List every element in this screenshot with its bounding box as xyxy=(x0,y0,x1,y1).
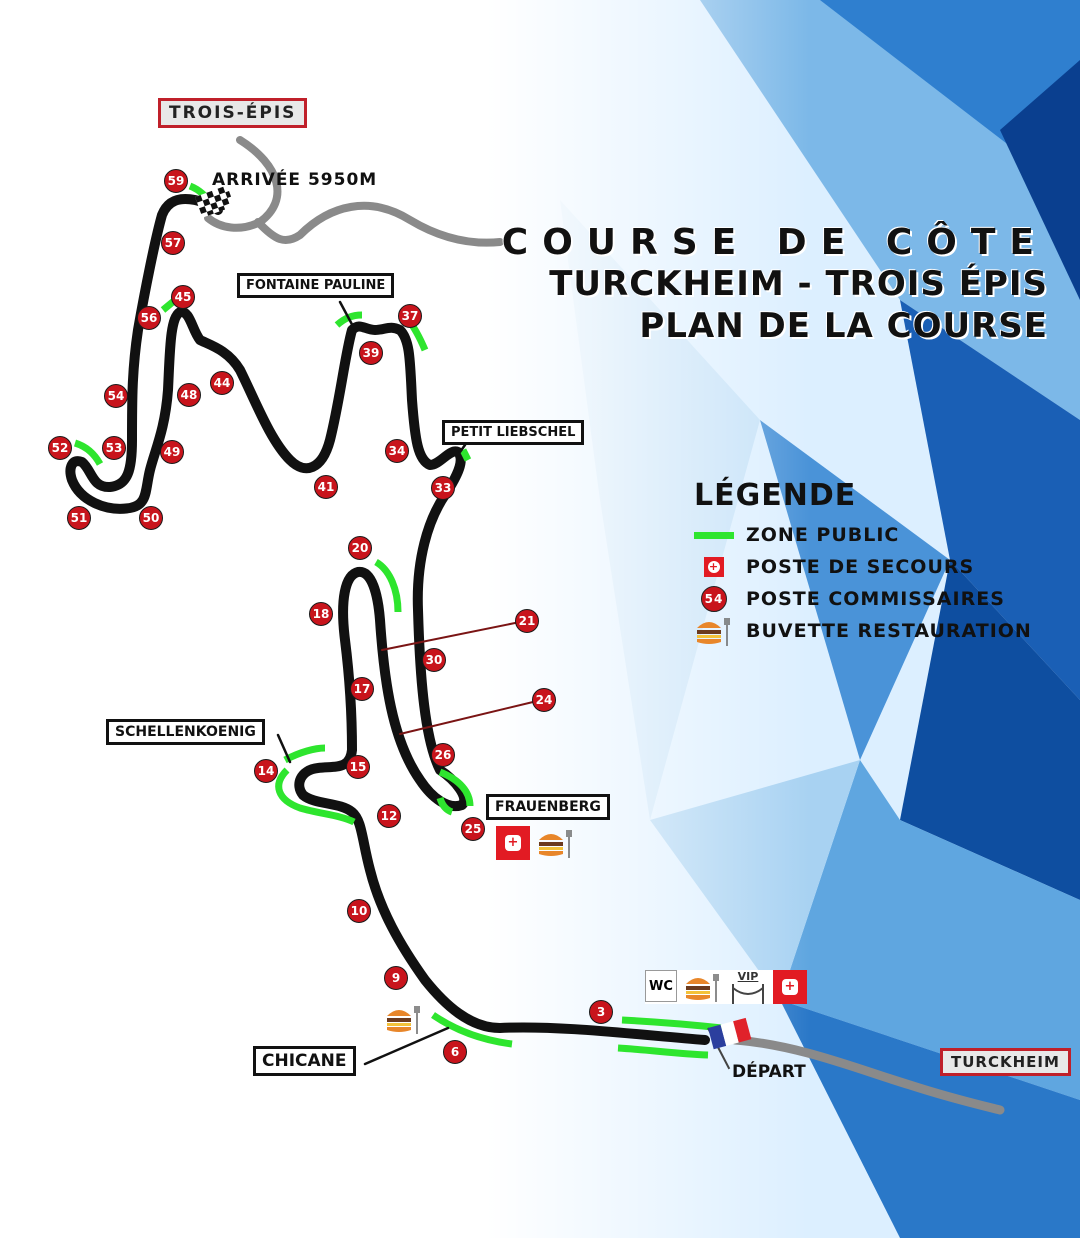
marshal-post-30: 30 xyxy=(422,648,446,672)
first-aid-icon: + xyxy=(773,970,807,1004)
legend-heading: LÉGENDE xyxy=(694,478,857,513)
label-frauenberg: FRAUENBERG xyxy=(486,794,610,820)
marshal-post-59: 59 xyxy=(164,169,188,193)
marshal-post-39: 39 xyxy=(359,341,383,365)
marshal-post-21: 21 xyxy=(515,609,539,633)
burger-fork-icon xyxy=(697,618,730,646)
marshal-post-44: 44 xyxy=(210,371,234,395)
legend-label: POSTE DE SECOURS xyxy=(746,556,975,578)
road-east xyxy=(254,201,504,247)
burger-fork-icon xyxy=(539,830,572,858)
label-petit-liebschel: PETIT LIEBSCHEL xyxy=(442,420,585,445)
legend-label: POSTE COMMISSAIRES xyxy=(746,588,1005,610)
road-to-trois-epis xyxy=(204,136,282,232)
legend: LÉGENDE ZONE PUBLIC + POSTE DE SECOURS 5… xyxy=(694,478,1032,647)
public-zones xyxy=(73,182,723,1059)
marshal-post-25: 25 xyxy=(461,817,485,841)
marshal-post-6: 6 xyxy=(443,1040,467,1064)
marshal-post-9: 9 xyxy=(384,966,408,990)
marshal-post-34: 34 xyxy=(385,439,409,463)
first-aid-icon: + xyxy=(704,557,724,577)
marshal-post-54: 54 xyxy=(104,384,128,408)
burger-fork-icon xyxy=(387,1006,420,1034)
leader-lines xyxy=(276,300,467,1066)
marshal-post-icon: 54 xyxy=(701,586,727,612)
marshal-post-56: 56 xyxy=(137,306,161,330)
burger-fork-icon xyxy=(686,974,719,1002)
finish-flag-icon xyxy=(195,185,235,218)
road-to-turckheim xyxy=(730,1035,1005,1115)
marshal-post-17: 17 xyxy=(350,677,374,701)
start-label: DÉPART xyxy=(732,1062,806,1082)
marshal-post-20: 20 xyxy=(348,536,372,560)
legend-item-poste-secours: + POSTE DE SECOURS xyxy=(694,551,1032,583)
marshal-post-51: 51 xyxy=(67,506,91,530)
race-track xyxy=(65,193,710,1045)
wc-icon: WC xyxy=(645,970,677,1002)
title-line-2: TURCKHEIM - TROIS ÉPIS xyxy=(549,264,1048,304)
legend-item-zone-public: ZONE PUBLIC xyxy=(694,519,1032,551)
marshal-post-18: 18 xyxy=(309,602,333,626)
marshal-post-15: 15 xyxy=(346,755,370,779)
vip-icon: VIP xyxy=(729,970,767,1004)
marshal-post-49: 49 xyxy=(160,440,184,464)
marshal-post-48: 48 xyxy=(177,383,201,407)
title-line-1: COURSE DE CÔTE xyxy=(501,222,1048,263)
frauenberg-facilities: + xyxy=(496,826,576,860)
sign-turckheim: TURCKHEIM xyxy=(940,1048,1071,1076)
label-chicane: CHICANE xyxy=(253,1046,356,1076)
leader-line-21 xyxy=(381,622,516,651)
marshal-post-26: 26 xyxy=(431,743,455,767)
legend-item-poste-commissaires: 54 POSTE COMMISSAIRES xyxy=(694,583,1032,615)
marshal-post-53: 53 xyxy=(102,436,126,460)
marshal-post-52: 52 xyxy=(48,436,72,460)
label-schellenkoenig: SCHELLENKOENIG xyxy=(106,719,265,745)
marshal-post-37: 37 xyxy=(398,304,422,328)
green-bar-icon xyxy=(694,531,734,539)
legend-item-buvette: BUVETTE RESTAURATION xyxy=(694,615,1032,647)
marshal-post-41: 41 xyxy=(314,475,338,499)
legend-label: ZONE PUBLIC xyxy=(746,524,900,546)
label-fontaine-pauline: FONTAINE PAULINE xyxy=(237,273,395,298)
marshal-post-45: 45 xyxy=(171,285,195,309)
finish-label: ARRIVÉE 5950M xyxy=(212,170,378,190)
marshal-post-24: 24 xyxy=(532,688,556,712)
leader-line-24 xyxy=(399,701,534,735)
sign-trois-epis: TROIS-ÉPIS xyxy=(158,98,308,128)
marshal-post-14: 14 xyxy=(254,759,278,783)
start-facilities: WC VIP + xyxy=(645,970,807,1004)
chicane-facilities xyxy=(384,1002,424,1036)
marshal-post-10: 10 xyxy=(347,899,371,923)
first-aid-icon: + xyxy=(496,826,530,860)
marshal-post-57: 57 xyxy=(161,231,185,255)
marshal-post-3: 3 xyxy=(589,1000,613,1024)
title-line-3: PLAN DE LA COURSE xyxy=(639,306,1048,346)
marshal-post-33: 33 xyxy=(431,476,455,500)
french-flag-icon xyxy=(707,1017,752,1070)
legend-label: BUVETTE RESTAURATION xyxy=(746,620,1032,642)
marshal-post-12: 12 xyxy=(377,804,401,828)
marshal-post-50: 50 xyxy=(139,506,163,530)
